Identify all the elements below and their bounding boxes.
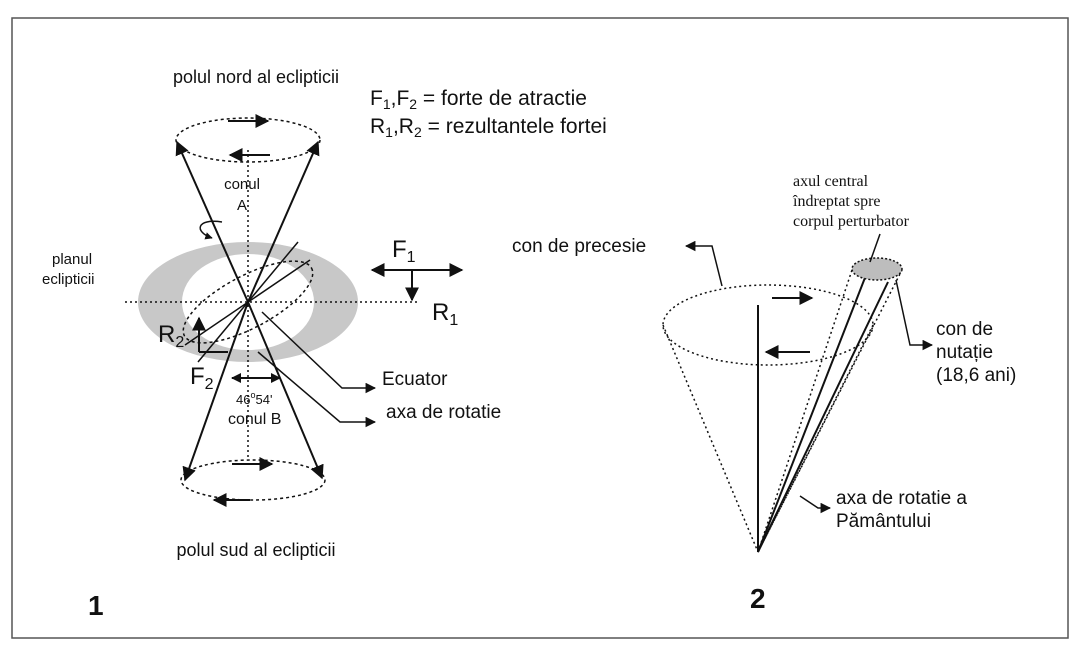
cone-a-right-edge (247, 140, 320, 303)
rotation-axis-leader (257, 351, 377, 428)
precession-leader (684, 240, 723, 287)
equator-ellipse (182, 260, 314, 344)
nutation-leader (895, 279, 934, 351)
nutation-cone-base (851, 257, 903, 281)
equator-label: Ecuator (382, 369, 448, 390)
rotation-curve-arrow (199, 220, 223, 240)
earth-rotation-axis-line (757, 281, 889, 553)
f2-label: F2 (190, 363, 214, 393)
precession-cone-label: con de precesie (512, 236, 646, 257)
nutation-label-3: (18,6 ani) (936, 365, 1016, 386)
figure-1-number: 1 (88, 590, 104, 621)
cone-b-left-edge (182, 301, 249, 482)
central-axis-leader (869, 233, 881, 263)
nutation-label-2: nutație (936, 342, 993, 363)
north-pole-label: polul nord al eclipticii (173, 67, 339, 87)
figure-2-number: 2 (750, 583, 766, 614)
figure-1: polul nord al eclipticii polul sud al ec… (42, 67, 607, 621)
nutation-label-1: con de (936, 319, 993, 340)
plane-label-1: planul (52, 251, 92, 268)
f1-label: F1 (392, 236, 416, 266)
earth-axis-label-1: axa de rotatie a (836, 488, 967, 509)
cone-b-base (180, 459, 326, 501)
central-axis-label-1: axul central (793, 173, 869, 190)
figure-frame (11, 17, 1069, 639)
precession-cone-left (662, 324, 759, 553)
cone-b-right-edge (247, 301, 324, 480)
south-pole-label: polul sud al eclipticii (176, 540, 335, 560)
r1-label: R1 (432, 299, 458, 329)
forces-legend: F1,F2 = forte de atractie (370, 87, 587, 112)
central-axis-label-2: îndreptat spre (792, 193, 881, 210)
angle-label: 46o54' (236, 390, 272, 407)
earth-axis-label-2: Pământului (836, 511, 931, 532)
figure-2: con de precesie axul central îndreptat s… (512, 173, 1016, 614)
nutation-cone-left (757, 269, 853, 553)
cone-a-base (175, 117, 321, 163)
cone-b-label: conul B (228, 411, 281, 428)
rotation-axis-label: axa de rotatie (386, 402, 501, 423)
earth-axis-leader (799, 495, 832, 514)
central-axis-label-3: corpul perturbator (793, 213, 910, 230)
cone-a-label-2: A (237, 197, 247, 214)
results-legend: R1,R2 = rezultantele fortei (370, 115, 607, 140)
central-axis-line (757, 269, 869, 553)
plane-label-2: eclipticii (42, 271, 95, 288)
cone-a-label-1: conul (224, 176, 260, 193)
tilted-diameter-2 (197, 241, 299, 363)
r2-label: R2 (158, 321, 184, 351)
equator-leader (261, 311, 377, 394)
